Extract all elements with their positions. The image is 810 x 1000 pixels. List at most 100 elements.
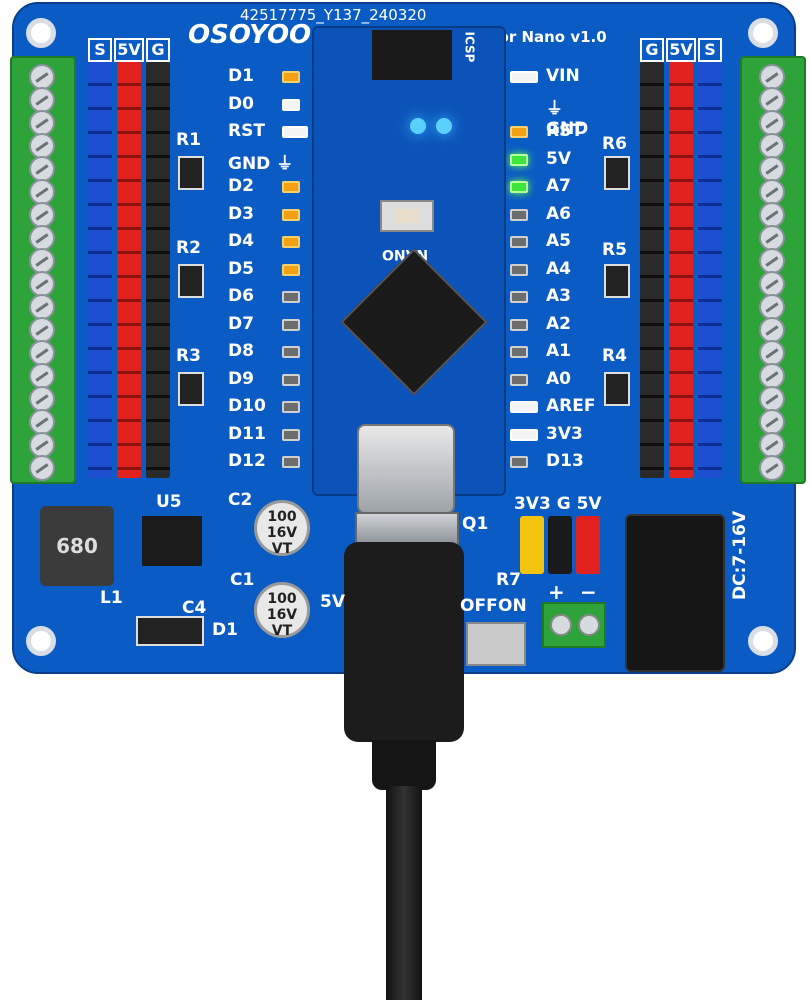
reset-button[interactable]	[380, 200, 434, 232]
terminal-screw[interactable]	[759, 248, 785, 274]
left-signal-header[interactable]	[88, 62, 112, 478]
terminal-screw[interactable]	[759, 317, 785, 343]
terminal-screw[interactable]	[29, 179, 55, 205]
pin-led	[282, 236, 300, 248]
jumper-gnd[interactable]	[548, 516, 572, 574]
resistor	[604, 372, 630, 406]
status-led	[410, 118, 426, 134]
mount-hole	[26, 18, 56, 48]
regulator-ic	[142, 516, 202, 566]
left-5v-header[interactable]	[117, 62, 141, 478]
terminal-screw[interactable]	[759, 87, 785, 113]
terminal-screw[interactable]	[759, 340, 785, 366]
terminal-screw[interactable]	[759, 133, 785, 159]
usb-c-port[interactable]	[357, 424, 455, 514]
right-5v-header[interactable]	[669, 62, 693, 478]
resistor	[178, 372, 204, 406]
icsp-header[interactable]	[372, 30, 452, 80]
right-pin-row: A3	[506, 286, 598, 308]
pin-label: VIN	[546, 66, 580, 86]
pin-led	[282, 208, 300, 221]
terminal-screw[interactable]	[29, 386, 55, 412]
r7-label: R7	[496, 570, 521, 590]
pin-led	[510, 153, 528, 166]
left-gnd-header[interactable]	[146, 62, 170, 478]
brand-logo: OSOYOO	[188, 20, 312, 50]
dc-voltage-label: DC:7-16V	[730, 510, 750, 600]
power-screw-terminal[interactable]	[542, 602, 606, 648]
pin-label: A4	[546, 258, 571, 279]
pin-label: RST	[228, 121, 265, 141]
right-header-label-g: G	[640, 38, 664, 62]
right-signal-header[interactable]	[698, 62, 722, 478]
pin-label: A3	[546, 286, 571, 306]
pin-label: D9	[228, 368, 254, 389]
mount-hole	[748, 626, 778, 656]
pin-led	[282, 263, 300, 276]
right-pin-row: A2	[506, 314, 598, 336]
pin-label: 5V	[546, 148, 571, 169]
c1-label: C1	[230, 570, 255, 590]
left-header-label-5v: 5V	[114, 38, 144, 62]
c2-label: C2	[228, 490, 253, 510]
pin-led	[282, 401, 300, 413]
pin-led	[510, 456, 528, 468]
pin-led	[510, 208, 528, 221]
switch-off-label: OFF	[460, 596, 498, 616]
pin-label: 3V3	[546, 423, 583, 444]
left-pin-row: D5	[212, 259, 310, 281]
power-switch[interactable]	[466, 622, 526, 666]
pin-led	[282, 98, 300, 111]
right-pin-row: VIN	[506, 66, 598, 88]
pin-led	[510, 428, 538, 441]
pin-label: A1	[546, 341, 571, 361]
resistor-label: R1	[176, 130, 201, 150]
board-serial: 42517775_Y137_240320	[240, 6, 427, 24]
right-pin-row: 5V	[506, 149, 598, 171]
terminal-screw[interactable]	[29, 409, 55, 435]
left-pin-row: D9	[212, 369, 310, 391]
right-pin-row: 3V3	[506, 424, 598, 446]
right-gnd-header[interactable]	[640, 62, 664, 478]
pin-label: D4	[228, 231, 254, 251]
pin-label: D3	[228, 203, 254, 224]
pin-led	[282, 373, 300, 386]
right-pin-row: ⏚ GND	[506, 94, 598, 139]
terminal-screw[interactable]	[29, 110, 55, 136]
terminal-screw[interactable]	[29, 202, 55, 228]
terminal-screw[interactable]	[29, 87, 55, 113]
pin-label: D12	[228, 451, 266, 471]
pin-led	[510, 373, 528, 386]
terminal-screw[interactable]	[759, 179, 785, 205]
switch-on-label: ON	[498, 596, 527, 616]
board-subtitle: for Nano v1.0	[492, 28, 607, 46]
left-header-label-g: G	[146, 38, 170, 62]
pin-led	[282, 181, 300, 193]
pin-label: D7	[228, 313, 254, 334]
terminal-screw[interactable]	[759, 455, 785, 481]
pin-led	[510, 181, 528, 193]
right-pin-row: A1	[506, 341, 598, 363]
c4-label: C4	[182, 598, 207, 618]
right-header-label-5v: 5V	[666, 38, 696, 62]
right-screw-terminal[interactable]	[740, 56, 806, 484]
terminal-screw[interactable]	[759, 156, 785, 182]
pin-label: D8	[228, 341, 254, 361]
u5-label: U5	[156, 492, 182, 512]
resistor-label: R3	[176, 346, 201, 366]
terminal-screw[interactable]	[29, 455, 55, 481]
pin-led	[510, 346, 528, 358]
jumper-5v[interactable]	[576, 516, 600, 574]
usb-cable-neck	[372, 740, 436, 790]
terminal-screw[interactable]	[29, 294, 55, 320]
jumper-3v3[interactable]	[520, 516, 544, 574]
terminal-screw[interactable]	[759, 386, 785, 412]
resistor-label: R5	[602, 240, 627, 260]
terminal-screw[interactable]	[759, 363, 785, 389]
dc-barrel-jack[interactable]	[625, 514, 725, 672]
left-pin-row: GND ⏚	[212, 149, 310, 174]
terminal-screw[interactable]	[29, 271, 55, 297]
pin-label: D6	[228, 286, 254, 306]
mount-hole	[748, 18, 778, 48]
left-screw-terminal[interactable]	[10, 56, 76, 484]
